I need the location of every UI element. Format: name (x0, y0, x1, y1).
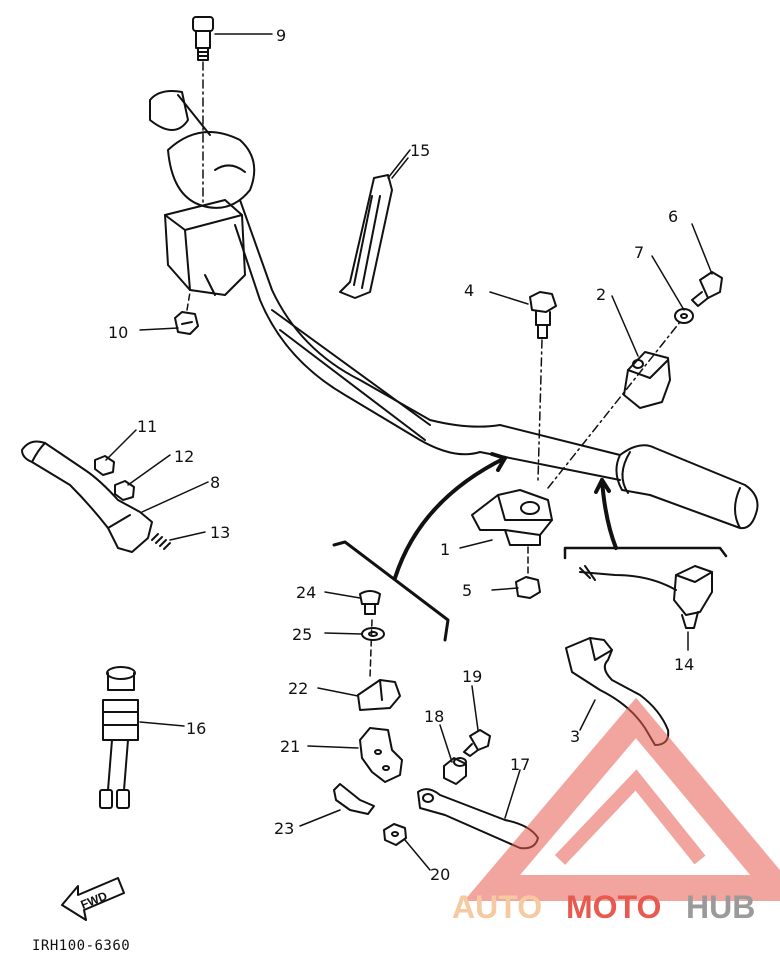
clip-23-drawing (333, 783, 375, 815)
part-label-6: 6 (668, 207, 678, 226)
logo-text-moto: MOTO (566, 889, 661, 925)
part-label-5: 5 (462, 581, 472, 600)
nut-12-drawing (114, 480, 135, 501)
logo-text-hub: HUB (686, 889, 755, 925)
spring-13-drawing (151, 533, 171, 550)
bracket-22-drawing (357, 679, 401, 711)
part-label-19: 19 (462, 667, 482, 686)
bracket-1-drawing (471, 489, 553, 546)
lever-8-drawing (21, 440, 153, 553)
part-label-4: 4 (464, 281, 474, 300)
washer-7-drawing (674, 308, 694, 324)
part-label-3: 3 (570, 727, 580, 746)
nut-20-drawing (383, 823, 407, 846)
part-label-16: 16 (186, 719, 206, 738)
part-label-13: 13 (210, 523, 230, 542)
part-label-17: 17 (510, 755, 530, 774)
part-label-18: 18 (424, 707, 444, 726)
bolt-4-drawing (529, 291, 557, 339)
logo-text-auto: AUTO (452, 889, 542, 925)
automotohub-logo: AUTO MOTO HUB (452, 697, 780, 925)
nut-5-drawing (515, 576, 541, 599)
screw-24-drawing (359, 590, 381, 615)
part-label-10: 10 (108, 323, 128, 342)
clamp-2-drawing (623, 351, 671, 409)
part-label-15: 15 (410, 141, 430, 160)
washer-25-drawing (361, 627, 385, 641)
part-label-12: 12 (174, 447, 194, 466)
part-label-2: 2 (596, 285, 606, 304)
switch-14-drawing (579, 565, 713, 629)
part-label-11: 11 (137, 417, 157, 436)
handlebar-drawing (149, 90, 759, 530)
part-label-24: 24 (296, 583, 316, 602)
bolt-11-drawing (94, 455, 115, 476)
part-label-1: 1 (440, 540, 450, 559)
bolt-19-drawing (463, 729, 491, 757)
fwd-arrow-icon (61, 877, 125, 921)
part-label-21: 21 (280, 737, 300, 756)
drawing-code: IRH100-6360 (32, 938, 130, 954)
part-label-22: 22 (288, 679, 308, 698)
part-label-25: 25 (292, 625, 312, 644)
collar-18-drawing (443, 757, 467, 785)
bolt-6-drawing (691, 271, 723, 307)
logo-triangle-icon (463, 697, 780, 901)
bolt-9-drawing (192, 16, 214, 61)
switch-16-drawing (99, 666, 139, 809)
part-labels: 9 10 15 4 2 7 6 1 5 11 12 8 13 14 16 3 1… (108, 26, 694, 884)
part-label-20: 20 (430, 865, 450, 884)
part-label-23: 23 (274, 819, 294, 838)
strap-15-drawing (339, 174, 393, 299)
part-label-7: 7 (634, 243, 644, 262)
plate-21-drawing (359, 727, 403, 783)
part-label-9: 9 (276, 26, 286, 45)
switch-housing-drawing (164, 199, 246, 296)
nut-10-drawing (174, 311, 199, 335)
part-label-8: 8 (210, 473, 220, 492)
part-label-14: 14 (674, 655, 694, 674)
